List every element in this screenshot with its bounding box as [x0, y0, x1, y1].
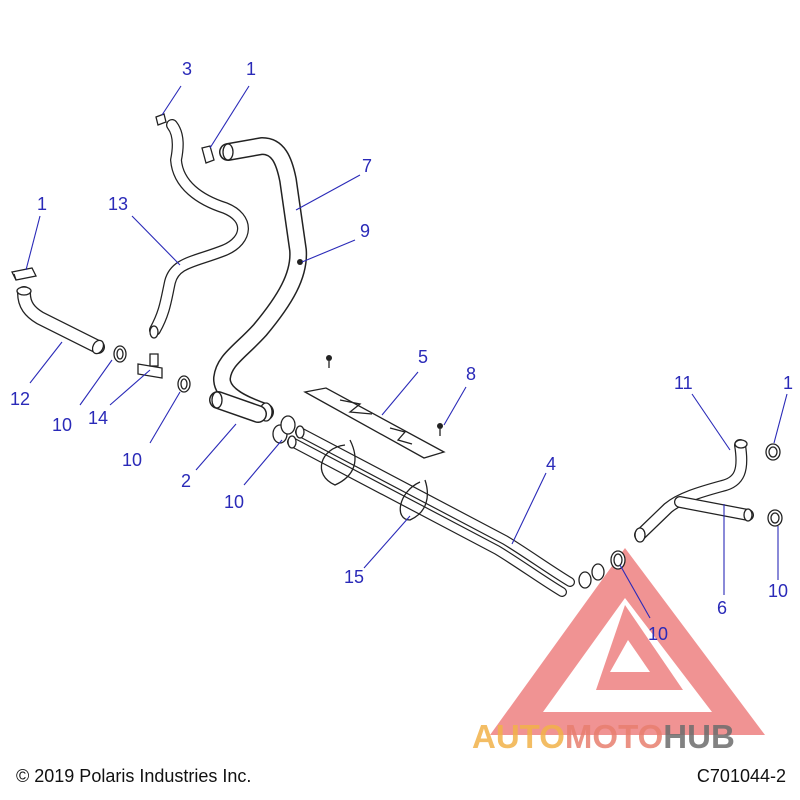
watermark-wordmark: AUTOMOTOHUB — [472, 718, 735, 755]
callout-1-top: 1 — [246, 59, 256, 79]
hose-6 — [634, 439, 754, 543]
clamp-10-d — [578, 550, 626, 589]
callout-6: 6 — [717, 598, 727, 618]
figure-code: C701044-2 — [696, 766, 786, 786]
tube-4 — [287, 425, 575, 597]
callout-8: 8 — [466, 364, 476, 384]
callout-15: 15 — [344, 567, 364, 587]
watermark-auto: AUTO — [472, 718, 565, 755]
clamp-10-e — [767, 509, 783, 527]
callout-13: 13 — [108, 194, 128, 214]
callout-5: 5 — [418, 347, 428, 367]
copyright-text: © 2019 Polaris Industries Inc. — [16, 766, 252, 786]
clamp-10-c — [272, 415, 296, 444]
callout-10-left: 10 — [52, 415, 72, 435]
hose-13 — [149, 119, 249, 339]
fitting-14 — [137, 353, 163, 379]
hose-2 — [209, 391, 267, 423]
callout-7: 7 — [362, 156, 372, 176]
leader-lines — [25, 85, 788, 619]
callout-10-center: 10 — [224, 492, 244, 512]
hose-7 — [213, 137, 308, 422]
callout-4: 4 — [546, 454, 556, 474]
callout-10-mid: 10 — [122, 450, 142, 470]
callout-10-right: 10 — [768, 581, 788, 601]
callout-2: 2 — [181, 471, 191, 491]
callout-11: 11 — [674, 373, 693, 393]
hose-12 — [16, 286, 105, 355]
clamp-10-b — [177, 375, 191, 393]
callout-1-right: 1 — [783, 373, 793, 393]
watermark-hub: HUB — [663, 718, 735, 755]
clamp-10-a — [113, 345, 127, 363]
watermark-logo — [490, 548, 765, 735]
callout-labels: 1 1 1 2 3 4 5 6 7 8 9 10 10 10 10 10 11 … — [10, 59, 793, 644]
clamp-1-left — [11, 267, 37, 281]
callout-9: 9 — [360, 221, 370, 241]
callout-1-left: 1 — [37, 194, 47, 214]
clamp-1-top — [201, 145, 215, 164]
fitting-3 — [155, 113, 167, 126]
screw-8-b — [437, 423, 443, 436]
callout-12: 12 — [10, 389, 30, 409]
svg-text:AUTOMOTOHUB: AUTOMOTOHUB — [472, 718, 735, 755]
callout-3: 3 — [182, 59, 192, 79]
callout-14: 14 — [88, 408, 108, 428]
bracket-5 — [303, 387, 446, 459]
callout-10-bottom: 10 — [648, 624, 668, 644]
clamp-1-right — [765, 443, 781, 461]
strap-15 — [320, 439, 428, 521]
band-9 — [297, 259, 303, 265]
screw-8-a — [326, 355, 332, 368]
watermark-moto: MOTO — [565, 718, 663, 755]
